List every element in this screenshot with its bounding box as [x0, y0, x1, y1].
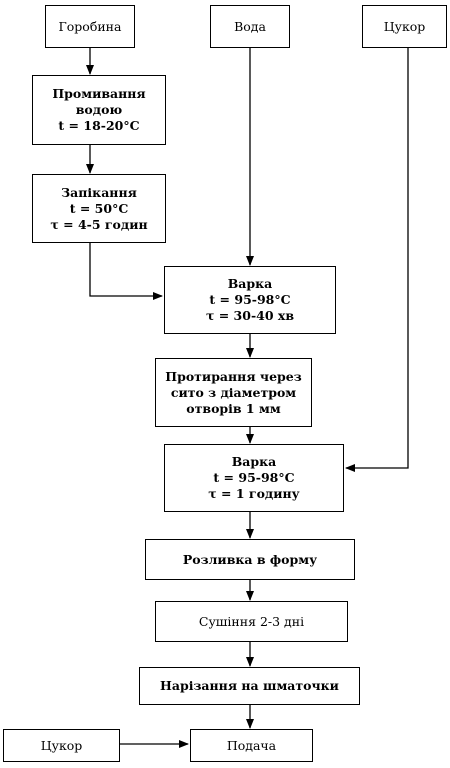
step-pouring: Розливка в форму: [145, 539, 355, 580]
step-baking-temp: t = 50°C: [69, 200, 129, 216]
arrow-sugar-to-cooking2: [345, 48, 409, 472]
step-washing: Промивання водою t = 18-20°C: [32, 75, 166, 145]
step-baking: Запікання t = 50°C τ = 4-5 годин: [32, 174, 166, 243]
step-rubbing: Протирання через сито з діаметром отворі…: [155, 358, 312, 427]
step-cutting-label: Нарізання на шматочки: [160, 678, 339, 693]
step-rubbing-line-2: сито з діаметром: [170, 384, 297, 400]
input-sugar-bottom-label: Цукор: [40, 737, 83, 753]
step-drying: Сушіння 2-3 дні: [155, 601, 348, 642]
step-cooking-1-title: Варка: [227, 276, 273, 291]
input-sugar-top: Цукор: [362, 5, 447, 48]
input-sugar-top-label: Цукор: [383, 18, 426, 34]
step-rubbing-line-1: Протирання через: [165, 368, 302, 384]
arrow-baking-to-cooking1: [89, 243, 163, 300]
step-baking-title: Запікання: [61, 184, 137, 200]
step-serving-label: Подача: [226, 737, 277, 753]
input-sugar-bottom: Цукор: [3, 729, 120, 762]
step-rubbing-line-3: отворів 1 мм: [186, 400, 281, 416]
step-washing-medium: водою: [75, 102, 123, 117]
step-cooking-1: Варка t = 95-98°C τ = 30-40 хв: [164, 266, 336, 334]
step-washing-title: Промивання: [52, 86, 146, 101]
input-water: Вода: [210, 5, 290, 48]
input-rowan: Горобина: [45, 5, 135, 48]
step-cooking-2: Варка t = 95-98°C τ = 1 годину: [164, 444, 344, 512]
step-pouring-label: Розливка в форму: [182, 551, 318, 567]
step-drying-label: Сушіння 2-3 дні: [198, 613, 305, 629]
step-cooking-2-time: τ = 1 годину: [208, 486, 300, 501]
input-rowan-label: Горобина: [58, 18, 122, 34]
step-baking-time: τ = 4-5 годин: [50, 216, 148, 232]
step-washing-temp: t = 18-20°C: [58, 118, 140, 133]
step-cooking-1-time: τ = 30-40 хв: [205, 308, 295, 323]
input-water-label: Вода: [234, 18, 266, 34]
step-cooking-2-temp: t = 95-98°C: [213, 470, 295, 485]
step-serving: Подача: [190, 729, 313, 762]
step-cooking-2-title: Варка: [231, 454, 277, 469]
step-cooking-1-temp: t = 95-98°C: [209, 292, 291, 307]
step-cutting: Нарізання на шматочки: [139, 667, 360, 705]
